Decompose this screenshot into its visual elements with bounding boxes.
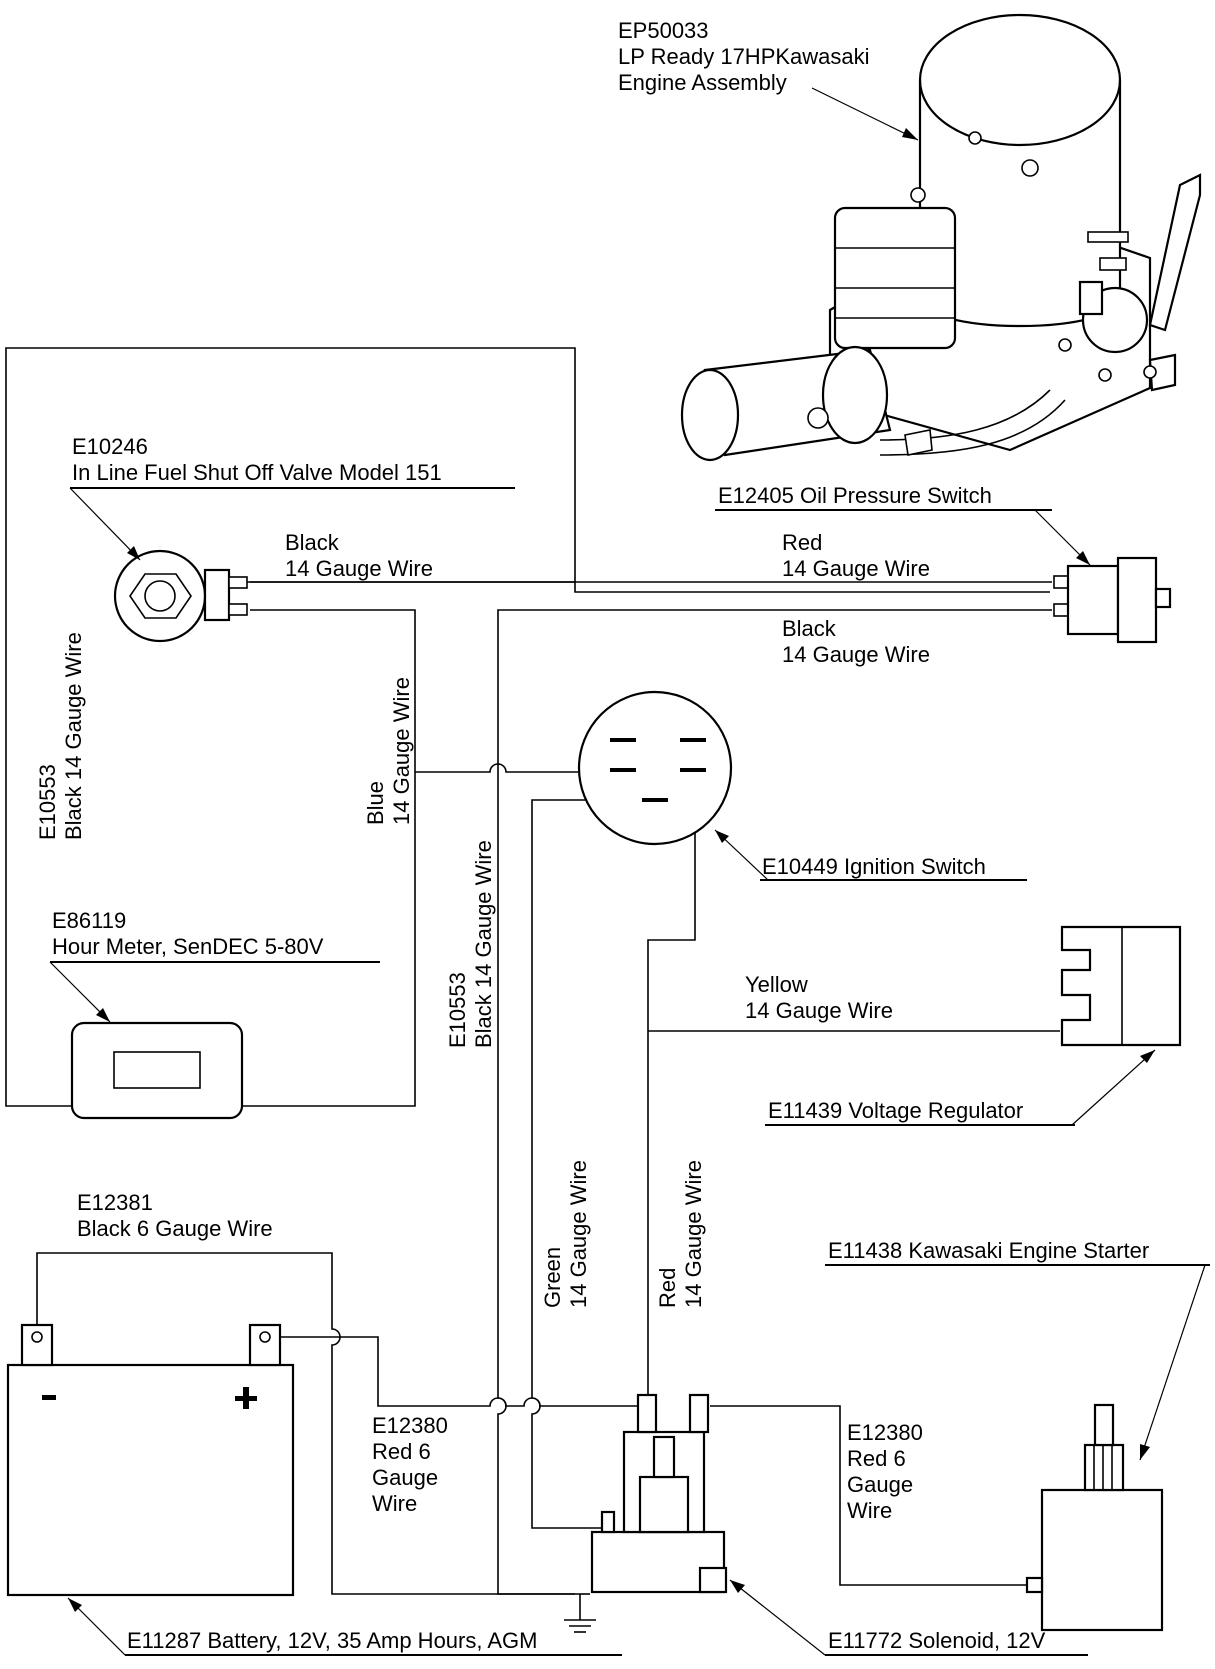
oil-switch-label: E12405 Oil Pressure Switch (718, 483, 992, 508)
fuel-valve-name: In Line Fuel Shut Off Valve Model 151 (72, 460, 442, 485)
regulator-label: E11439 Voltage Regulator (768, 1098, 1023, 1123)
red6-left-l2: Gauge (372, 1465, 438, 1490)
oil-switch-leader (1034, 509, 1091, 566)
wire-red6-left (280, 1336, 642, 1407)
engine-line1: LP Ready 17HPKawasaki (618, 44, 870, 69)
red6-left-l1: Red 6 (372, 1439, 431, 1464)
left-black-desc: Black 14 Gauge Wire (61, 632, 86, 840)
red-vert-gauge: 14 Gauge Wire (681, 1160, 706, 1308)
solenoid-label: E11772 Solenoid, 12V (828, 1628, 1046, 1653)
red-vert-color: Red (655, 1268, 680, 1308)
hour-meter-icon (70, 1021, 244, 1120)
hour-meter-name: Hour Meter, SenDEC 5-80V (52, 934, 324, 959)
battery-black-desc: Black 6 Gauge Wire (77, 1216, 273, 1241)
yellow-color: Yellow (745, 972, 808, 997)
solenoid-icon (564, 1393, 728, 1633)
red6-right-l3: Wire (847, 1498, 892, 1523)
wire-red-vert (647, 775, 696, 1457)
starter-icon (1025, 1403, 1164, 1632)
blue-color: Blue (363, 781, 388, 825)
engine-assembly-icon (680, 13, 1202, 462)
starter-leader (1139, 1264, 1206, 1461)
oil-red-gauge: 14 Gauge Wire (782, 556, 930, 581)
red6-right-l2: Gauge (847, 1472, 913, 1497)
battery-leader (67, 1597, 126, 1656)
ignition-switch-icon (577, 690, 733, 846)
engine-part: EP50033 (618, 18, 709, 43)
engine-leader (811, 87, 919, 141)
red6-right-l1: Red 6 (847, 1446, 906, 1471)
wire-battery-black (36, 1252, 580, 1595)
battery-pos-text: + (238, 1411, 239, 1413)
wire-red6-right (710, 1405, 1027, 1586)
green-color: Green (540, 1247, 565, 1308)
hour-meter-leader (49, 961, 111, 1023)
voltage-regulator-icon (1060, 925, 1182, 1047)
yellow-gauge: 14 Gauge Wire (745, 998, 893, 1023)
valve-black-gauge: 14 Gauge Wire (285, 556, 433, 581)
wire-blue (242, 609, 600, 1107)
blue-gauge: 14 Gauge Wire (389, 677, 414, 825)
mid-black-desc: Black 14 Gauge Wire (471, 840, 496, 1048)
engine-line2: Engine Assembly (618, 70, 787, 95)
left-black-part: E10553 (35, 764, 60, 840)
hour-meter-part: E86119 (52, 908, 126, 933)
starter-label: E11438 Kawasaki Engine Starter (828, 1238, 1149, 1263)
battery-black-part: E12381 (77, 1190, 153, 1215)
fuel-valve-leader (69, 487, 141, 561)
ignition-leader (714, 829, 769, 881)
red6-left-part: E12380 (372, 1413, 448, 1438)
fuel-valve-part: E10246 (72, 434, 148, 459)
valve-black-color: Black (285, 530, 340, 555)
battery-label: E11287 Battery, 12V, 35 Amp Hours, AGM (127, 1628, 538, 1653)
oil-pressure-switch-icon (1053, 556, 1172, 644)
oil-red-color: Red (782, 530, 822, 555)
regulator-leader (1071, 1049, 1156, 1126)
green-gauge: 14 Gauge Wire (566, 1160, 591, 1308)
oil-black-gauge: 14 Gauge Wire (782, 642, 930, 667)
solenoid-leader (729, 1579, 826, 1656)
oil-black-color: Black (782, 616, 837, 641)
red6-left-l3: Wire (372, 1491, 417, 1516)
red6-right-part: E12380 (847, 1420, 923, 1445)
battery-icon (6, 1323, 295, 1597)
fuel-valve-icon (113, 549, 248, 643)
ignition-label: E10449 Ignition Switch (762, 854, 986, 879)
mid-black-part: E10553 (445, 972, 470, 1048)
wire-valve-black (250, 581, 1052, 593)
